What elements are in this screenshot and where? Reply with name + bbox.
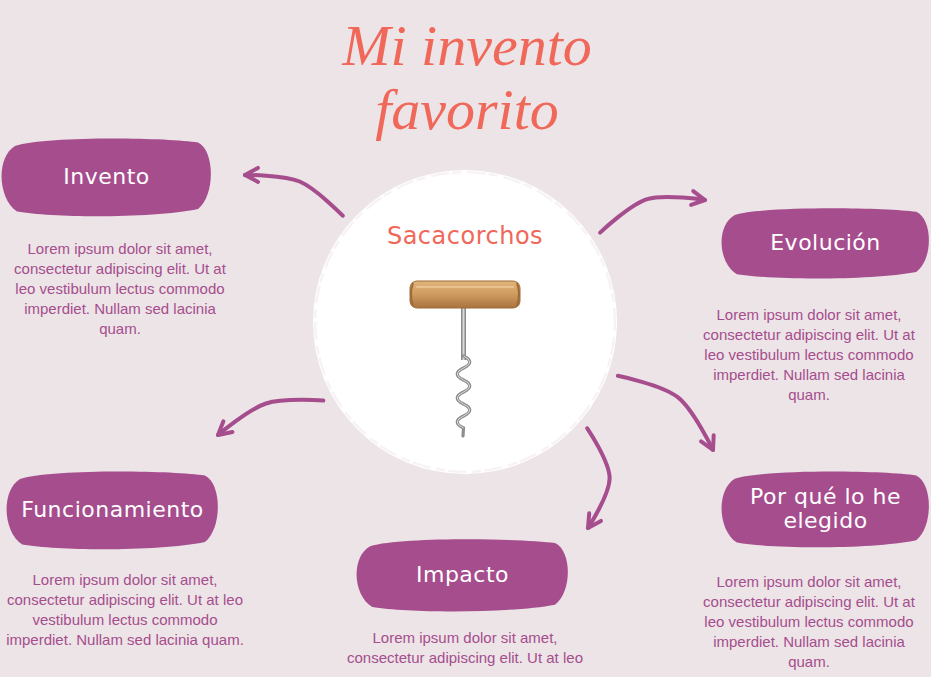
node-body: Lorem ipsum dolor sit amet, consectetur … [0, 570, 250, 650]
heading-blob: Impacto [355, 536, 570, 614]
node-body: Lorem ipsum dolor sit amet, consectetur … [0, 239, 240, 339]
blob-fill [722, 471, 929, 547]
blob-fill [357, 539, 568, 611]
node-body: Lorem ipsum dolor sit amet, consectetur … [690, 305, 928, 405]
arrow-connector [618, 376, 713, 450]
node-body: Lorem ipsum dolor sit amet, consectetur … [335, 628, 595, 668]
corkscrew-illustration [313, 170, 617, 474]
node-heading: Impacto [416, 563, 509, 587]
heading-blob: Funcionamiento [5, 468, 220, 552]
handle-end [411, 283, 413, 306]
heading-blob: Invento [0, 135, 213, 219]
corkscrew-coil-highlight [457, 356, 470, 428]
corkscrew-shaft [461, 302, 466, 360]
node-heading: Invento [63, 165, 150, 189]
node-heading: Funcionamiento [21, 498, 204, 522]
corkscrew-coil [457, 356, 470, 436]
heading-blob: Evolución [720, 205, 931, 281]
topic-node: EvoluciónLorem ipsum dolor sit amet, con… [690, 205, 928, 405]
handle-end [517, 283, 519, 306]
topic-node: Por qué lo he elegidoLorem ipsum dolor s… [690, 468, 928, 672]
blob-fill [7, 472, 218, 550]
handle-highlight [417, 286, 513, 288]
blob-fill [2, 139, 211, 217]
title-box: Mi invento favorito [297, 14, 637, 142]
arrow-connector [600, 197, 705, 233]
arrow-connector [218, 400, 323, 435]
heading-blob: Por qué lo he elegido [720, 468, 931, 550]
title: Mi invento favorito [297, 14, 637, 142]
arrow-connector [245, 175, 343, 216]
node-heading: Evolución [770, 231, 881, 255]
circle-brush-edge [315, 172, 615, 472]
arrow-connector [587, 428, 609, 528]
corkscrew-handle [410, 281, 520, 308]
topic-node: FuncionamientoLorem ipsum dolor sit amet… [0, 468, 250, 650]
blob-fill [722, 208, 929, 278]
topic-node: ImpactoLorem ipsum dolor sit amet, conse… [335, 536, 595, 668]
node-body: Lorem ipsum dolor sit amet, consectetur … [690, 572, 928, 672]
circle-fill [313, 170, 617, 474]
topic-node: InventoLorem ipsum dolor sit amet, conse… [0, 135, 240, 339]
center-circle: Sacacorchos [313, 170, 617, 474]
node-heading: Por qué lo he elegido [738, 485, 913, 533]
node-label: Sacacorchos [313, 222, 617, 250]
